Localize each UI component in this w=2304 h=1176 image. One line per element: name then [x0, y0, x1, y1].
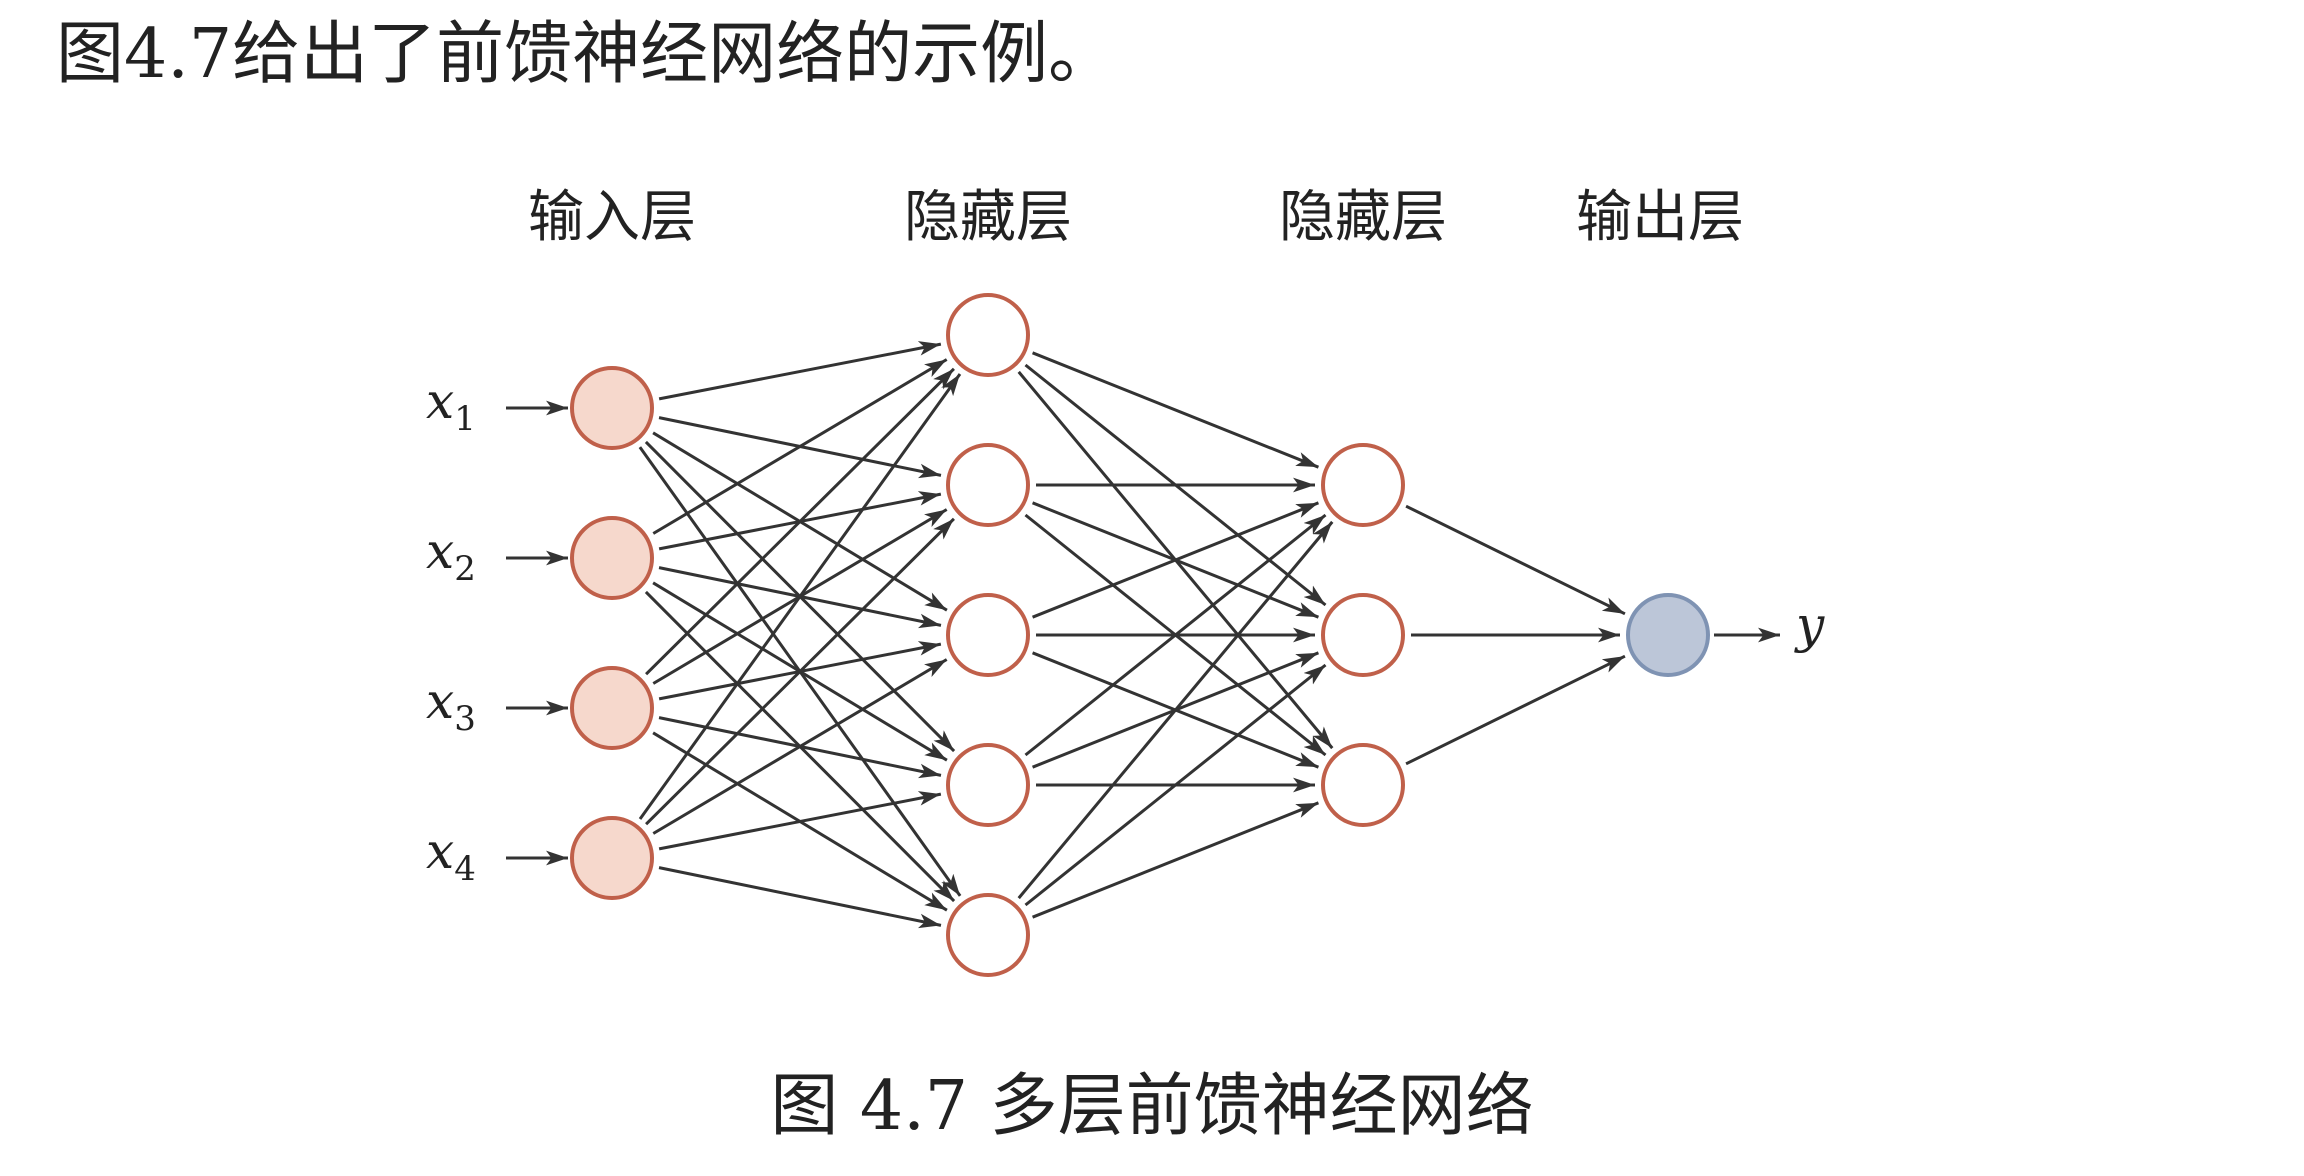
input-label-x3: x3 — [426, 672, 476, 739]
edge-l0-3-to-0 — [638, 373, 962, 820]
output-node-1 — [1626, 593, 1710, 677]
edge-l0-3-to-4 — [658, 866, 942, 929]
hidden-layer-1-node-4 — [946, 743, 1030, 827]
edge-l0-3-to-3 — [658, 791, 942, 851]
edge-l1-2-to-0 — [1032, 501, 1319, 619]
input-label-x4: x4 — [426, 822, 476, 889]
input-label-x2: x2 — [426, 522, 476, 589]
layer-title-input: 输入层 — [528, 185, 696, 250]
layer-title-hidden-1: 隐藏层 — [904, 185, 1072, 250]
edge-l2-2-to-0 — [1405, 654, 1626, 766]
network-edges — [638, 341, 1626, 929]
intro-sentence: 图4.7给出了前馈神经网络的示例。 — [56, 15, 1117, 94]
hidden-layer-1-node-1 — [946, 293, 1030, 377]
edge-l1-0-to-0 — [1032, 351, 1319, 469]
hidden-layer-2-node-3 — [1321, 743, 1405, 827]
hidden-layer-2-node-1 — [1321, 443, 1405, 527]
input-node-1 — [570, 366, 654, 450]
figure-caption: 图 4.7 多层前馈神经网络 — [770, 1067, 1534, 1146]
input-label-x1: x1 — [426, 372, 476, 439]
edge-l0-0-to-0 — [658, 341, 942, 401]
input-node-3 — [570, 666, 654, 750]
edge-l0-3-to-2 — [652, 658, 948, 835]
io-arrows — [506, 400, 1780, 866]
edge-l1-4-to-1 — [1024, 663, 1327, 907]
input-node-2 — [570, 516, 654, 600]
input-labels: x1 x2 x3 x4 — [426, 372, 476, 889]
layer-title-output: 输出层 — [1576, 185, 1744, 250]
hidden-layer-2-node-2 — [1321, 593, 1405, 677]
hidden-layer-1-node-3 — [946, 593, 1030, 677]
hidden-layer-1-node-5 — [946, 893, 1030, 977]
network-nodes — [570, 293, 1710, 977]
edge-l0-1-to-0 — [652, 358, 948, 535]
layer-title-hidden-2: 隐藏层 — [1279, 185, 1447, 250]
edge-l1-4-to-2 — [1032, 801, 1319, 919]
output-label-y: y — [1794, 596, 1825, 654]
layer-titles: 输入层 隐藏层 隐藏层 输出层 — [528, 185, 1744, 250]
edge-l1-4-to-0 — [1017, 520, 1334, 900]
edge-l0-2-to-0 — [645, 367, 955, 676]
edge-l1-3-to-0 — [1024, 513, 1327, 757]
edge-l2-0-to-0 — [1405, 504, 1626, 616]
hidden-layer-1-node-2 — [946, 443, 1030, 527]
edge-l0-3-to-1 — [645, 517, 955, 826]
input-node-4 — [570, 816, 654, 900]
